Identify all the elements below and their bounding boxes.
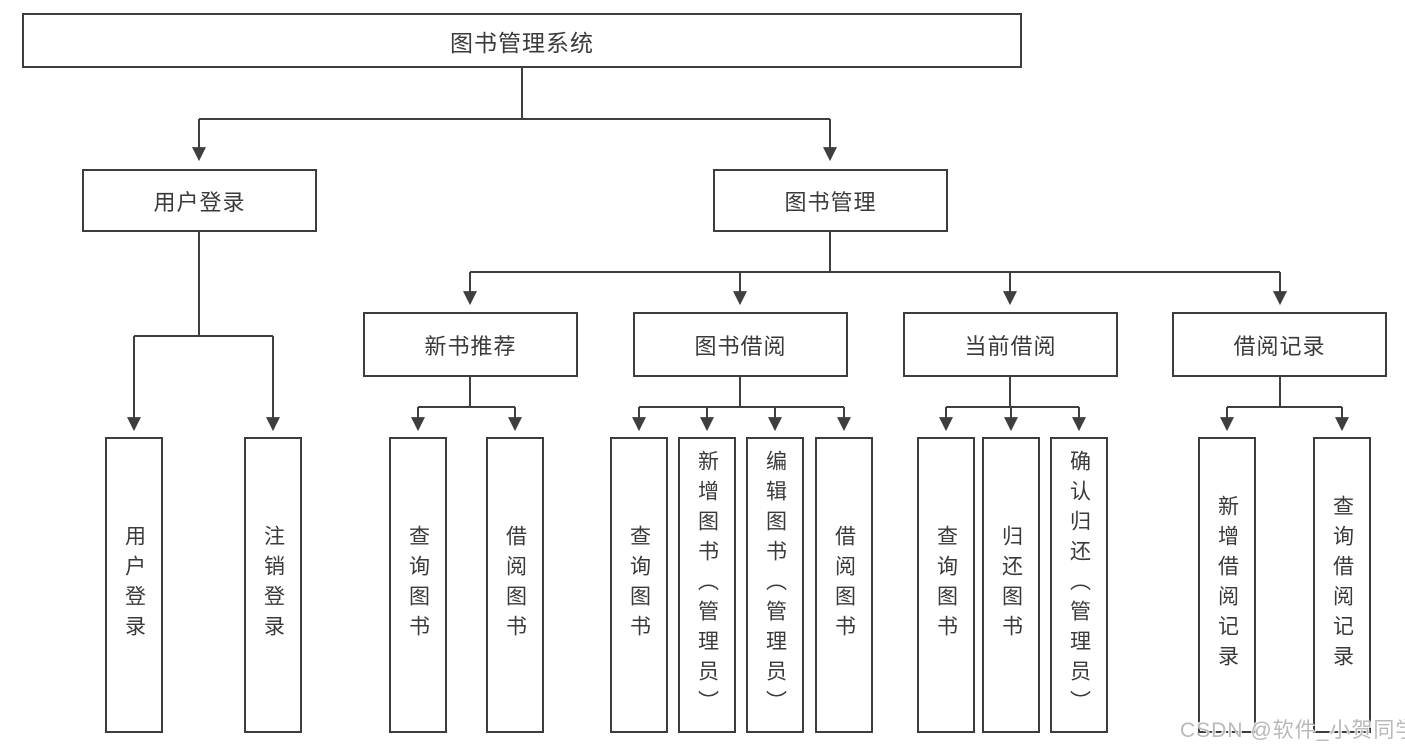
node-label: 新增图书（管理员）	[695, 450, 719, 720]
node-label: 图书管理	[784, 189, 877, 215]
node-book-borrowing: 图书借阅	[633, 312, 848, 377]
node-library-management-system: 图书管理系统	[22, 13, 1022, 68]
leaf-logout-login: 注销登录	[244, 437, 302, 733]
leaf-records-add-borrow-record: 新增借阅记录	[1198, 437, 1256, 733]
node-label: 查询图书	[406, 525, 430, 645]
node-label: 图书借阅	[694, 333, 787, 359]
node-user-login: 用户登录	[82, 169, 317, 232]
node-label: 查询图书	[934, 525, 958, 645]
node-label: 当前借阅	[964, 333, 1057, 359]
node-current-borrowing: 当前借阅	[903, 312, 1118, 377]
leaf-current-query-books: 查询图书	[917, 437, 975, 733]
node-label: 借阅记录	[1233, 333, 1326, 359]
node-label: 新书推荐	[424, 333, 517, 359]
node-label: 借阅图书	[832, 525, 856, 645]
node-label: 借阅图书	[503, 525, 527, 645]
leaf-borrowing-query-books: 查询图书	[610, 437, 668, 733]
node-label: 确认归还（管理员）	[1067, 450, 1091, 720]
leaf-recommend-borrow-books: 借阅图书	[486, 437, 544, 733]
leaf-recommend-query-books: 查询图书	[389, 437, 447, 733]
leaf-current-return-books: 归还图书	[982, 437, 1040, 733]
node-borrowing-records: 借阅记录	[1172, 312, 1387, 377]
node-label: 新增借阅记录	[1215, 495, 1239, 675]
leaf-borrowing-borrow-books: 借阅图书	[815, 437, 873, 733]
leaf-current-confirm-return-admin: 确认归还（管理员）	[1050, 437, 1108, 733]
csdn-watermark: CSDN @软件_小贺同学	[1180, 719, 1405, 742]
leaf-borrowing-edit-books-admin: 编辑图书（管理员）	[746, 437, 804, 733]
node-label: 图书管理系统	[450, 29, 594, 56]
node-label: 归还图书	[999, 525, 1023, 645]
node-label: 注销登录	[261, 525, 285, 645]
node-label: 查询借阅记录	[1330, 495, 1354, 675]
leaf-user-login: 用户登录	[105, 437, 163, 733]
node-label: 用户登录	[153, 189, 246, 215]
leaf-borrowing-add-books-admin: 新增图书（管理员）	[678, 437, 736, 733]
node-label: 编辑图书（管理员）	[763, 450, 787, 720]
node-book-management: 图书管理	[713, 169, 948, 232]
node-new-book-recommend: 新书推荐	[363, 312, 578, 377]
leaf-records-query-borrow-record: 查询借阅记录	[1313, 437, 1371, 733]
node-label: 查询图书	[627, 525, 651, 645]
node-label: 用户登录	[122, 525, 146, 645]
